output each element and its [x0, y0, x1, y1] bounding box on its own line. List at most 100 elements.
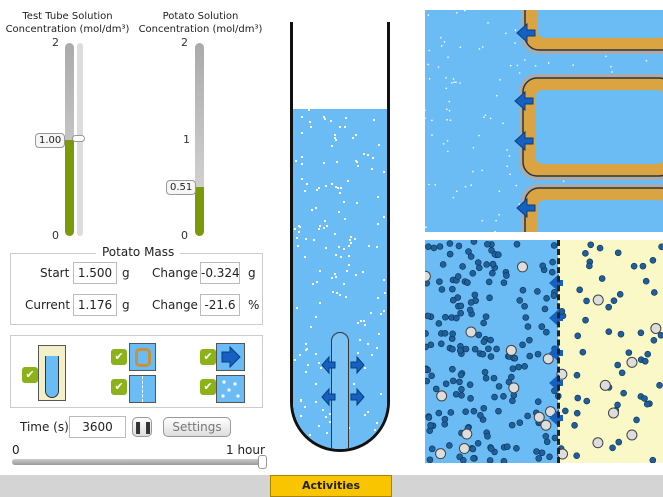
water-speck [443, 41, 446, 43]
water-speck [304, 255, 307, 258]
water-speck [328, 413, 331, 416]
test-tube-view-checkbox[interactable]: ✔ [22, 367, 38, 383]
water-molecule [519, 286, 527, 294]
water-speck [335, 291, 338, 294]
water-molecule [449, 365, 456, 373]
water-speck [456, 12, 458, 14]
water-speck [452, 78, 455, 80]
water-molecule [466, 381, 474, 388]
water-speck [376, 246, 379, 249]
water-speck [342, 282, 345, 285]
water-speck [343, 201, 346, 204]
water-speck [304, 405, 307, 408]
water-speck [483, 116, 485, 119]
cell-view-checkbox[interactable]: ✔ [111, 349, 127, 365]
water-speck [309, 434, 312, 437]
arrow-thumbnail[interactable] [216, 343, 245, 371]
water-speck [343, 126, 346, 129]
water-molecule [609, 444, 616, 452]
test-tube-concentration-slider[interactable] [65, 43, 74, 236]
water-speck [376, 222, 379, 225]
water-speck [304, 237, 307, 240]
water-speck [453, 81, 455, 84]
test-tube-thumbnail[interactable] [38, 345, 66, 401]
water-speck [308, 109, 311, 112]
pause-button[interactable]: ❚❚ [132, 417, 153, 437]
unit: g [248, 266, 256, 280]
water-speck [445, 108, 448, 111]
water-speck [445, 87, 448, 90]
water-molecule [511, 354, 519, 362]
water-molecule [483, 261, 490, 268]
water-molecule [519, 341, 526, 349]
solute-molecule [436, 390, 448, 402]
solute-molecule [533, 411, 545, 423]
water-speck [344, 218, 347, 221]
water-speck [334, 276, 337, 279]
water-speck [300, 131, 303, 134]
water-molecule [573, 371, 581, 379]
arrow-view-checkbox[interactable]: ✔ [200, 349, 216, 365]
water-molecule [625, 349, 633, 356]
water-speck [455, 190, 458, 193]
water-molecule [467, 299, 475, 306]
water-speck [481, 169, 483, 172]
water-speck [301, 178, 304, 181]
water-arrow [549, 409, 563, 427]
water-molecule [649, 256, 657, 264]
water-molecule [486, 294, 493, 302]
water-molecule [486, 457, 494, 463]
water-speck [334, 272, 337, 275]
water-molecule [482, 374, 490, 382]
slider-handle[interactable] [72, 135, 85, 142]
particle-view-checkbox[interactable]: ✔ [200, 379, 216, 395]
solute-molecule [626, 356, 638, 368]
water-molecule [616, 290, 624, 298]
water-speck [352, 382, 355, 385]
water-molecule [447, 409, 455, 416]
water-speck [518, 203, 521, 205]
water-molecule [543, 295, 550, 302]
membrane-view-checkbox[interactable]: ✔ [111, 379, 127, 395]
settings-button[interactable]: Settings [163, 417, 231, 437]
tick-label: 0 [52, 229, 59, 242]
water-speck [299, 226, 302, 229]
water-speck [297, 230, 300, 233]
water-speck [339, 126, 342, 129]
water-speck [331, 182, 334, 185]
water-molecule [425, 377, 431, 385]
water-speck [370, 354, 373, 357]
potato-concentration-slider[interactable] [195, 43, 204, 236]
water-molecule [474, 259, 482, 266]
water-molecule [428, 372, 435, 380]
water-speck [451, 82, 453, 84]
time-slider-handle[interactable] [258, 455, 267, 469]
water-speck [446, 119, 448, 121]
water-speck [440, 36, 442, 39]
membrane-thumbnail[interactable] [129, 375, 156, 403]
water-speck [368, 244, 371, 247]
water-molecule [644, 350, 652, 358]
water-molecule [500, 279, 508, 286]
water-molecule [526, 336, 533, 344]
water-molecule [582, 250, 589, 257]
water-molecule [550, 292, 558, 299]
water-speck [349, 239, 352, 242]
particle-thumbnail[interactable] [216, 375, 245, 403]
water-speck [298, 353, 301, 356]
water-molecule [426, 427, 433, 434]
activities-tab[interactable]: Activities [270, 475, 392, 497]
water-speck [610, 65, 612, 68]
water-speck [345, 296, 348, 299]
time-slider[interactable] [12, 459, 264, 465]
cell-thumbnail[interactable] [129, 343, 156, 371]
water-molecule [490, 374, 498, 382]
water-molecule [487, 445, 495, 452]
water-molecule [508, 421, 516, 429]
water-molecule [481, 368, 489, 376]
water-speck [425, 226, 427, 229]
water-speck [345, 269, 348, 272]
water-molecule [467, 395, 474, 402]
water-speck [354, 238, 357, 241]
water-speck [336, 160, 339, 163]
